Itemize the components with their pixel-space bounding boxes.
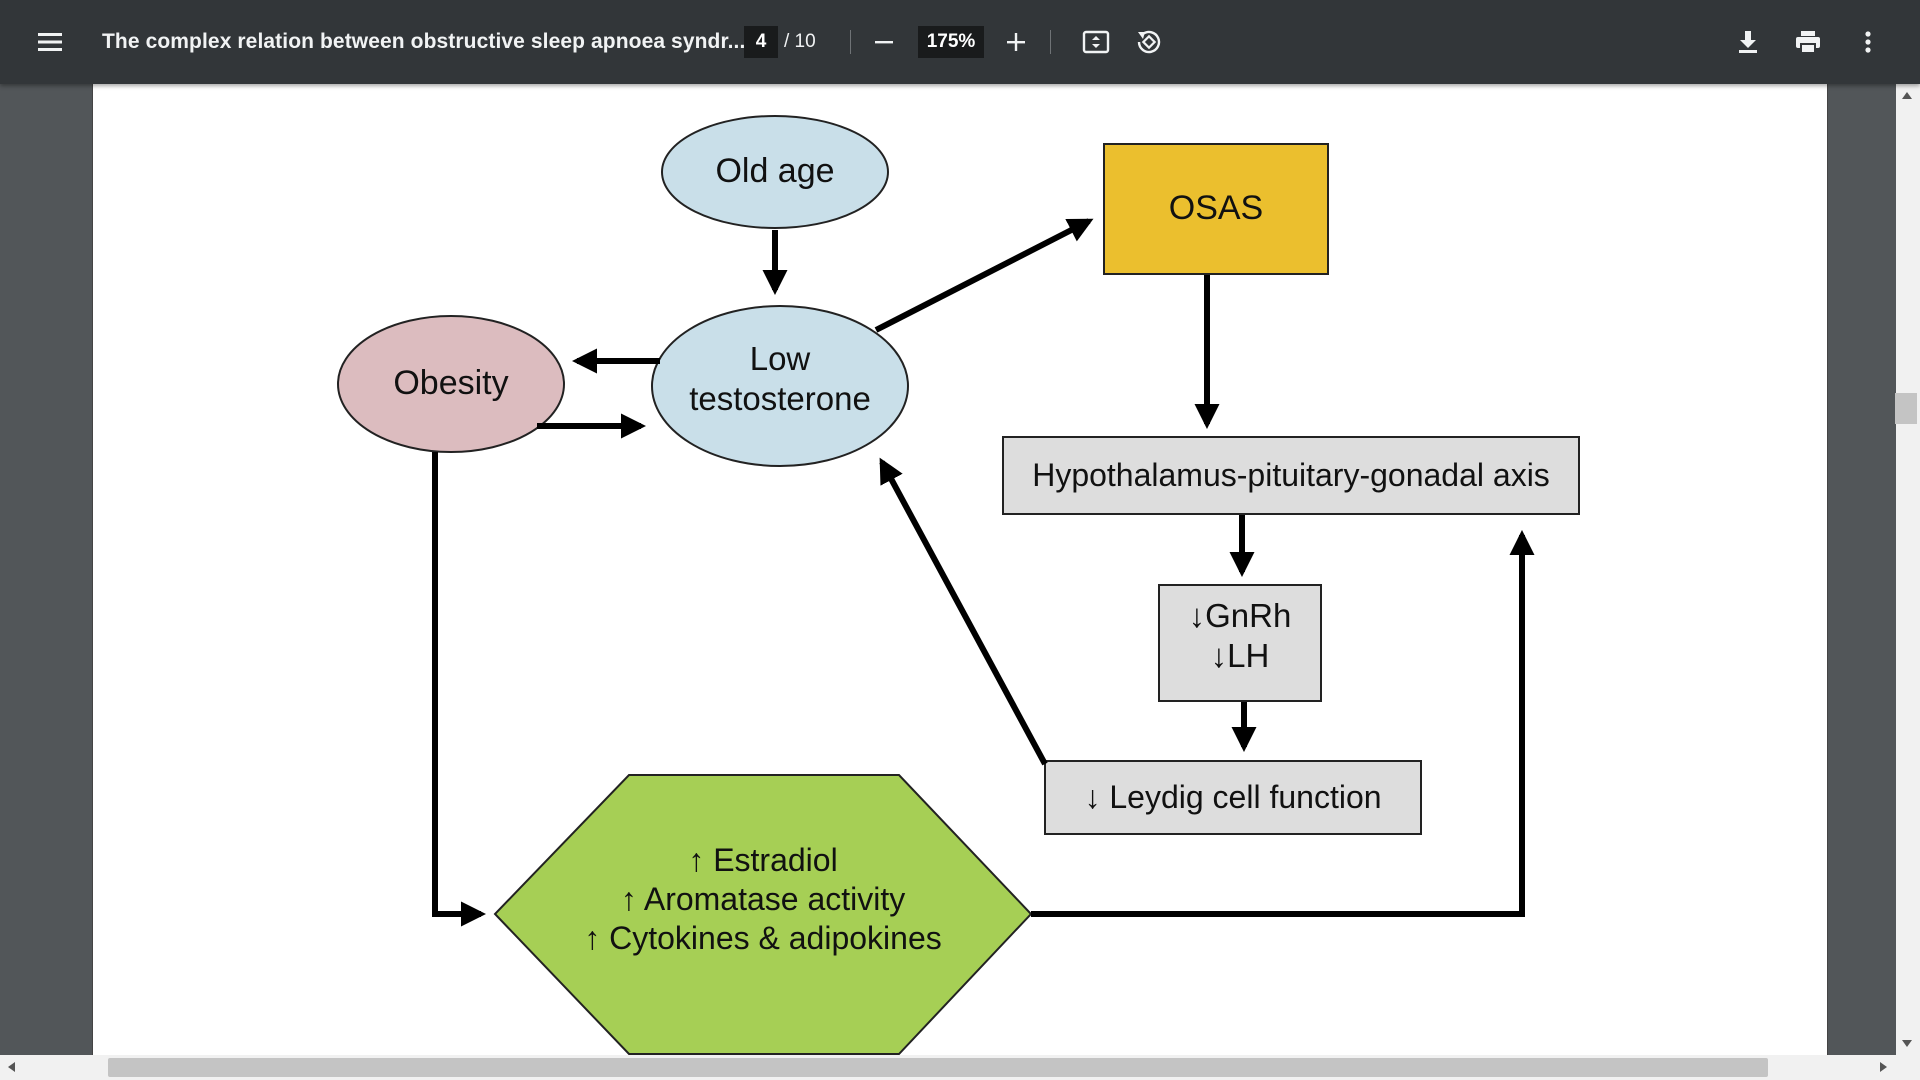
gnrh-lh-label: ↓GnRh ↓LH: [1159, 596, 1321, 677]
toolbar-divider: [850, 30, 851, 54]
arrow-lowt-to-osas: [874, 218, 1094, 333]
zoom-out-icon[interactable]: [862, 20, 906, 64]
scroll-left-icon[interactable]: [8, 1062, 15, 1072]
scroll-up-icon[interactable]: [1902, 92, 1912, 99]
old-age-label: Old age: [715, 152, 835, 191]
more-icon[interactable]: [1846, 20, 1890, 64]
arrow-hexagon-to-hpg: [1031, 529, 1535, 917]
hormone-hexagon-node: [493, 774, 1033, 1055]
gnrh-text: ↓GnRh: [1188, 597, 1292, 634]
download-icon[interactable]: [1726, 20, 1770, 64]
fit-page-icon[interactable]: [1074, 20, 1118, 64]
low-testosterone-label: Low testosterone: [653, 339, 907, 420]
arrows: [432, 218, 1535, 927]
pdf-toolbar: The complex relation between obstructive…: [0, 0, 1920, 84]
pdf-viewer[interactable]: Old age OSAS Obesity Low testosterone Hy…: [0, 84, 1896, 1055]
page-total: / 10: [784, 31, 816, 52]
leydig-label: ↓ Leydig cell function: [1084, 779, 1382, 816]
vertical-scrollbar[interactable]: [1896, 84, 1920, 1055]
vertical-scroll-thumb[interactable]: [1895, 393, 1917, 424]
osas-node: [1103, 143, 1329, 275]
pdf-page: Old age OSAS Obesity Low testosterone Hy…: [92, 84, 1828, 1055]
estradiol-text: ↑ Estradiol: [688, 842, 838, 878]
zoom-level-input[interactable]: 175%: [918, 26, 984, 58]
scroll-right-icon[interactable]: [1880, 1062, 1887, 1072]
low-testosterone-node: [651, 305, 909, 467]
hpg-axis-label: Hypothalamus-pituitary-gonadal axis: [1032, 457, 1550, 494]
osas-label: OSAS: [1168, 189, 1264, 228]
document-title: The complex relation between obstructive…: [102, 30, 746, 53]
horizontal-scroll-thumb[interactable]: [108, 1058, 1768, 1077]
obesity-node: [337, 315, 565, 453]
aromatase-text: ↑ Aromatase activity: [620, 881, 906, 918]
cytokines-text: ↑ Cytokines & adipokines: [584, 920, 942, 957]
flow-diagram: [337, 115, 1580, 1055]
hpg-axis-node: [1002, 436, 1580, 515]
toolbar-divider: [1050, 30, 1051, 54]
arrow-obesity-to-hexagon: [432, 452, 487, 927]
print-icon[interactable]: [1786, 20, 1830, 64]
low-testosterone-line-1: Low: [749, 340, 811, 377]
leydig-node: [1044, 760, 1422, 835]
old-age-node: [661, 115, 889, 229]
gnrh-lh-node: [1158, 584, 1322, 702]
obesity-label: Obesity: [393, 364, 509, 403]
hexagon-label: ↑ Estradiol ↑ Aromatase activity ↑ Cytok…: [523, 841, 1003, 958]
scroll-down-icon[interactable]: [1902, 1040, 1912, 1047]
arrow-leydig-to-lowt: [879, 457, 1048, 766]
rotate-icon[interactable]: [1127, 20, 1171, 64]
page-number-input[interactable]: 4: [744, 26, 778, 58]
lh-text: ↓LH: [1210, 637, 1270, 675]
menu-icon[interactable]: [28, 20, 72, 64]
low-testosterone-line-2: testosterone: [689, 380, 871, 418]
zoom-in-icon[interactable]: [994, 20, 1038, 64]
